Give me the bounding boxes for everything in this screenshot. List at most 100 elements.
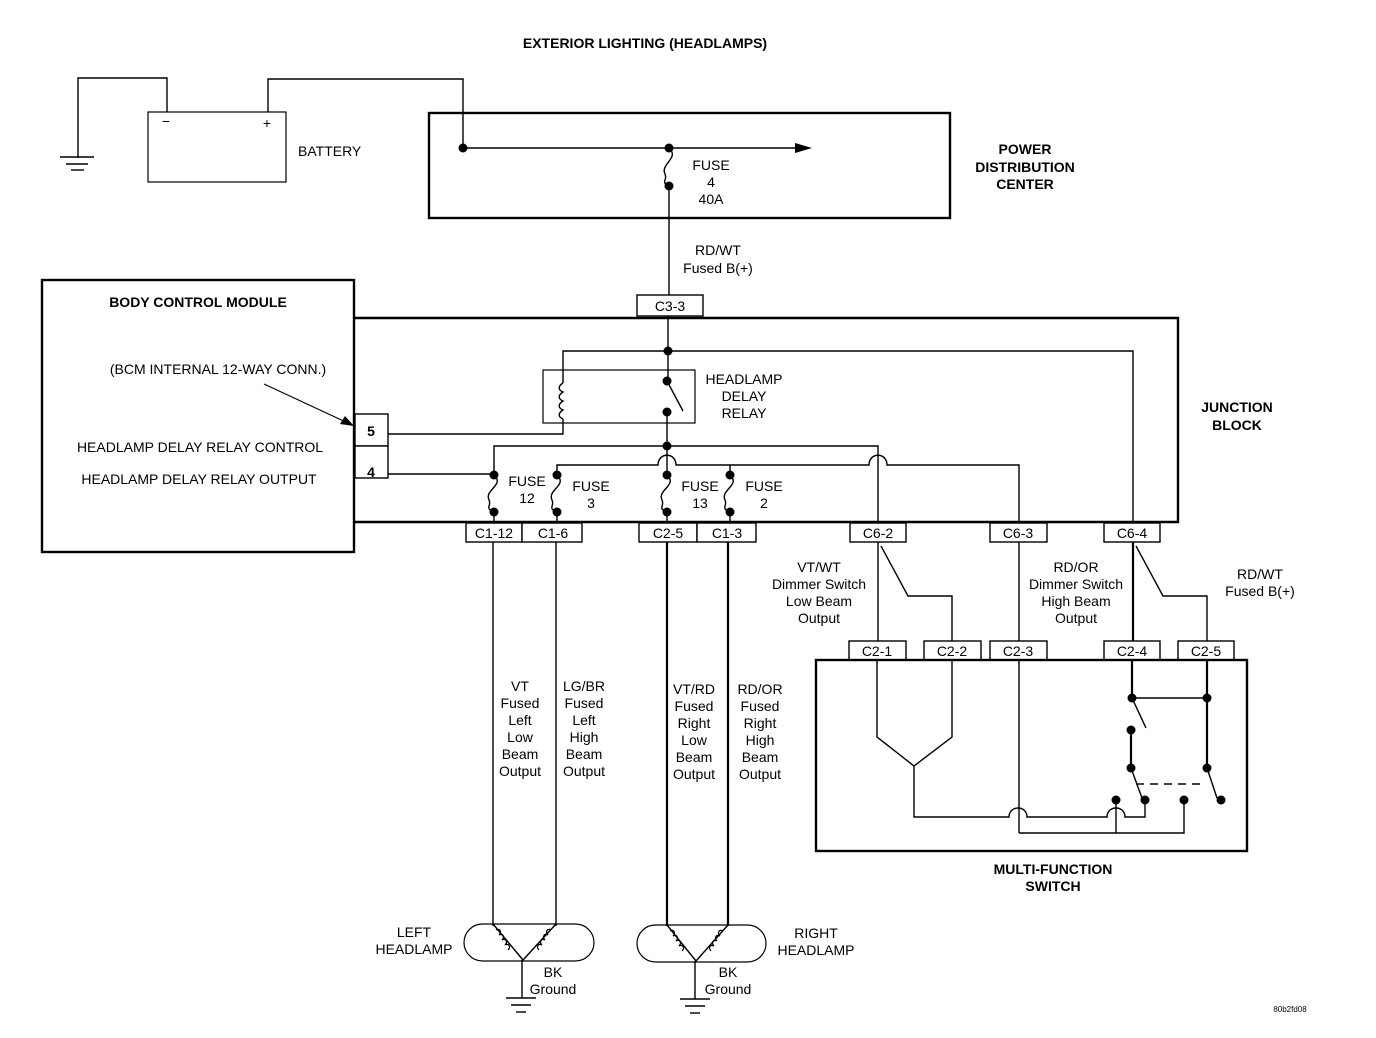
connector-c2-1-label: C2-1: [862, 643, 893, 659]
fuse-3-label: FUSE: [572, 478, 609, 494]
svg-text:Fused: Fused: [741, 698, 780, 714]
body-control-module: BODY CONTROL MODULE (BCM INTERNAL 12-WAY…: [40, 278, 389, 554]
junction-block: JUNCTION BLOCK HEADLAMP DELAY RELAY FUSE…: [354, 316, 1273, 524]
mfs-label-line1: MULTI-FUNCTION: [994, 861, 1113, 877]
pdc-label-line3: CENTER: [996, 176, 1054, 192]
svg-text:Low: Low: [507, 729, 534, 745]
svg-text:Low: Low: [681, 732, 708, 748]
junction-block-label-line1: JUNCTION: [1201, 399, 1273, 415]
multi-function-switch-connectors: C2-1 C2-2 C2-3 C2-4 C2-5: [848, 640, 1235, 661]
headlamp-delay-relay: [542, 369, 696, 424]
pointer-arrow: [263, 383, 351, 425]
battery-ground-wire: [77, 77, 168, 158]
relay-switch-contact-icon: [666, 380, 684, 412]
svg-text:Fused B(+): Fused B(+): [1225, 583, 1295, 599]
relay-label-line3: RELAY: [722, 405, 768, 421]
feed-wire-color: RD/WT: [695, 242, 741, 258]
svg-text:Fused: Fused: [675, 698, 714, 714]
right-headlamp: RIGHT HEADLAMP BK Ground: [636, 924, 855, 1014]
bcm-pin4-label: 4: [367, 464, 375, 480]
fuse-2-icon: [723, 474, 734, 513]
connector-c3-3: [636, 294, 704, 317]
svg-text:Output: Output: [563, 763, 605, 779]
wire-label-left-high: LG/BR Fused Left High Beam Output: [563, 678, 605, 779]
svg-text:VT: VT: [511, 678, 529, 694]
svg-text:Output: Output: [739, 766, 781, 782]
junction-block-label-line2: BLOCK: [1212, 417, 1262, 433]
connector-c3-3-label: C3-3: [655, 298, 686, 314]
fuse-2-label: FUSE: [745, 478, 782, 494]
battery-label: BATTERY: [298, 143, 362, 159]
left-headlamp: LEFT HEADLAMP BK Ground: [375, 923, 595, 1013]
fuse-3-number: 3: [587, 495, 595, 511]
switch-contact-icon: [1206, 767, 1218, 799]
svg-text:Fused: Fused: [501, 695, 540, 711]
fuse-2-number: 2: [760, 495, 768, 511]
connector-c2-5-label: C2-5: [1191, 643, 1222, 659]
fuse-12-label: FUSE: [508, 473, 545, 489]
switch-contact-icon: [1131, 697, 1147, 729]
junction-block-connectors: C1-12 C1-6 C2-5 C1-3 C6-2 C6-3 C6-4: [465, 522, 1161, 543]
svg-text:High: High: [746, 732, 775, 748]
pdc-label-line1: POWER: [999, 141, 1052, 157]
fuse-12-number: 12: [519, 490, 535, 506]
svg-text:RD/WT: RD/WT: [1237, 566, 1283, 582]
connector-c6-4-label: C6-4: [1117, 525, 1148, 541]
diagram-title: EXTERIOR LIGHTING (HEADLAMPS): [523, 35, 767, 51]
wire-label-switch-feed: RD/WT Fused B(+): [1225, 566, 1295, 599]
battery-negative-terminal: −: [162, 113, 170, 129]
svg-text:Output: Output: [673, 766, 715, 782]
connector-c1-3-label: C1-3: [712, 525, 743, 541]
bcm-pin4-function: HEADLAMP DELAY RELAY OUTPUT: [81, 471, 317, 487]
fuse-4-icon: [663, 147, 674, 187]
svg-text:Right: Right: [678, 715, 711, 731]
mfs-label-line2: SWITCH: [1025, 878, 1080, 894]
connector-c1-6: [521, 522, 583, 543]
pointer-arrow-icon: [340, 416, 354, 426]
svg-text:Beam: Beam: [742, 749, 779, 765]
connector-c1-12-label: C1-12: [475, 525, 513, 541]
fuse-4-number: 4: [707, 174, 715, 190]
right-ground-icon: [680, 998, 710, 1014]
wire-label-dimmer-high: RD/OR Dimmer Switch High Beam Output: [1029, 559, 1123, 626]
svg-text:Dimmer Switch: Dimmer Switch: [772, 576, 866, 592]
connector-c6-3-label: C6-3: [1003, 525, 1034, 541]
bcm-pin5-label: 5: [367, 423, 375, 439]
right-ground-wire-desc: Ground: [705, 981, 752, 997]
fuse-13-number: 13: [692, 495, 708, 511]
high-beam-filament-icon: [708, 929, 724, 952]
svg-text:Output: Output: [499, 763, 541, 779]
bcm-label: BODY CONTROL MODULE: [109, 294, 287, 310]
svg-text:Left: Left: [572, 712, 595, 728]
wire-label-left-low: VT Fused Left Low Beam Output: [499, 678, 541, 779]
svg-text:High: High: [570, 729, 599, 745]
svg-text:Output: Output: [1055, 610, 1097, 626]
fuse-4-rating: 40A: [699, 191, 725, 207]
svg-text:VT/RD: VT/RD: [673, 681, 715, 697]
connector-c1-6-label: C1-6: [538, 525, 569, 541]
right-ground-wire-color: BK: [719, 964, 738, 980]
relay-coil-icon: [558, 382, 565, 420]
bcm-pin-5: [354, 413, 389, 447]
right-headlamp-label-line1: RIGHT: [794, 925, 838, 941]
svg-text:Fused: Fused: [565, 695, 604, 711]
left-ground-icon: [506, 997, 536, 1013]
pdc-label-line2: DISTRIBUTION: [975, 159, 1075, 175]
battery-ground-icon: [60, 156, 94, 171]
svg-text:High Beam: High Beam: [1041, 593, 1110, 609]
connector-c6-2-label: C6-2: [863, 525, 894, 541]
svg-text:RD/OR: RD/OR: [1053, 559, 1098, 575]
svg-text:Right: Right: [744, 715, 777, 731]
svg-text:VT/WT: VT/WT: [797, 559, 841, 575]
left-headlamp-label-line2: HEADLAMP: [375, 941, 452, 957]
bcm-pin5-function: HEADLAMP DELAY RELAY CONTROL: [77, 439, 323, 455]
svg-text:Beam: Beam: [502, 746, 539, 762]
left-headlamp-label-line1: LEFT: [397, 924, 432, 940]
connector-c1-3: [696, 522, 757, 543]
high-beam-filament-icon: [536, 928, 552, 951]
fuse-13-label: FUSE: [681, 478, 718, 494]
connector-c2-3-label: C2-3: [1003, 643, 1034, 659]
fuse-13-icon: [660, 474, 671, 513]
svg-text:Left: Left: [508, 712, 531, 728]
